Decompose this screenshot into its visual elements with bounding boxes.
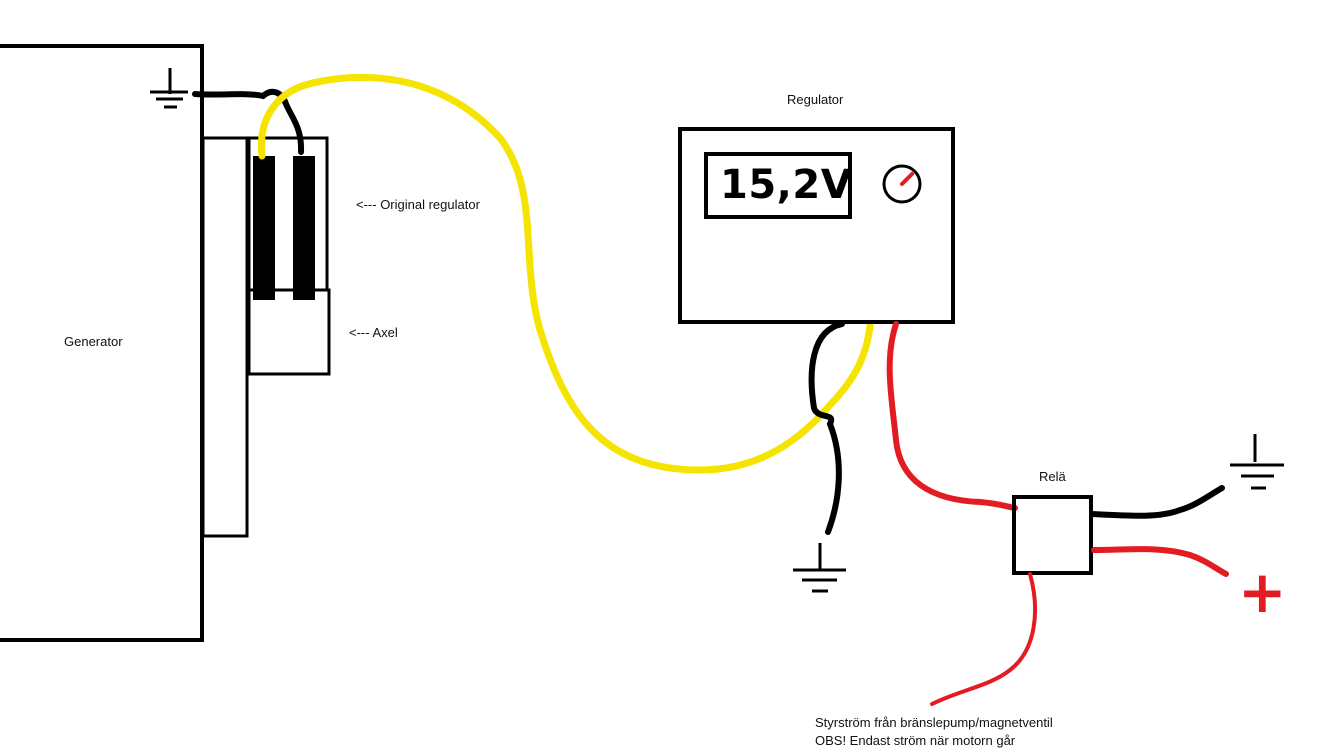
generator-label: Generator [64,334,123,349]
regulator-box [678,127,955,324]
original-regulator-label: <--- Original regulator [356,197,480,212]
wire-yellow-to-regulator [826,322,874,409]
wire-black-regulator-ground [808,321,845,535]
relay-label: Relä [1039,469,1066,484]
generator-side-plate [201,136,249,538]
regulator-label: Regulator [787,92,844,107]
voltage-display [704,152,852,219]
relay-box [1012,495,1093,575]
original-regulator-bar-right [293,156,315,300]
axel-box [247,288,331,376]
original-regulator-outline [247,136,329,292]
wire-yellow-main [257,73,834,474]
original-regulator-bar-left [253,156,275,300]
positive-terminal-icon: + [1238,558,1287,626]
ground-icon-relay [1230,434,1284,490]
voltage-readout: 15,2V [720,162,853,208]
control-current-label-line1: Styrström från bränslepump/magnetventil [815,715,1053,730]
wire-red-control [930,572,1037,706]
axel-label: <--- Axel [349,325,398,340]
wire-red-regulator-relay [886,321,1018,511]
wire-black-generator-ground [192,88,305,155]
wire-black-relay-ground [1089,485,1225,519]
ground-icon-regulator [793,543,846,593]
ground-icon-generator [150,68,188,109]
wire-red-relay-positive [1091,546,1229,577]
control-current-label-line2: OBS! Endast ström när motorn går [815,733,1016,748]
adjust-knob-icon[interactable] [882,164,922,204]
